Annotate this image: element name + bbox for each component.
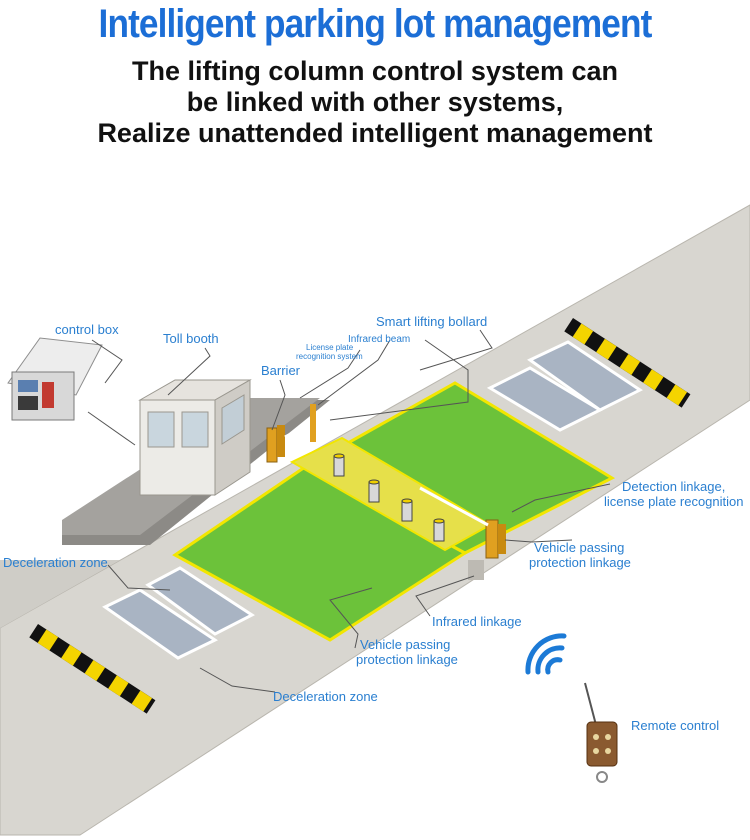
page-title: Intelligent parking lot management: [98, 2, 653, 46]
remote-control-device: [584, 682, 618, 783]
control-box-device: [7, 337, 103, 421]
label-detection-linkage-2: license plate recognition: [604, 494, 744, 509]
label-toll-booth: Toll booth: [163, 331, 219, 346]
label-plate-recognition-2: recognition system: [296, 352, 363, 361]
label-infrared-linkage: Infrared linkage: [432, 614, 522, 629]
label-control-box: control box: [55, 322, 119, 337]
label-remote-control: Remote control: [631, 718, 720, 733]
label-plate-recognition-1: License plate: [306, 343, 354, 352]
label-vehicle-passing-bottom-1: Vehicle passing: [360, 637, 451, 652]
left-road-edge: [0, 560, 120, 628]
label-deceleration-zone-left: Deceleration zone: [3, 555, 108, 570]
label-smart-lifting-bollard: Smart lifting bollard: [376, 314, 488, 329]
label-infrared-beam: Infrared beam: [348, 334, 411, 345]
label-vehicle-passing-bottom-2: protection linkage: [356, 652, 458, 667]
leader-lines: [87, 329, 611, 693]
bollard-2: [368, 479, 380, 503]
speed-bump-bottom: [29, 624, 156, 714]
toll-booth: [138, 379, 252, 496]
label-vehicle-passing-right-1: Vehicle passing: [534, 540, 625, 555]
bollard-1: [333, 453, 345, 477]
speed-bump-top: [564, 318, 691, 408]
detection-loop-4: [145, 566, 255, 636]
bollard-3: [401, 498, 413, 522]
subtitle-line-2: be linked with other systems,: [186, 87, 564, 117]
barrier-gate-top: [266, 404, 323, 463]
bollard-4: [433, 518, 445, 542]
detection-loop-3: [102, 588, 219, 660]
label-deceleration-zone-bottom: Deceleration zone: [273, 689, 378, 704]
label-vehicle-passing-right-2: protection linkage: [529, 555, 631, 570]
wireless-signal-icon: [525, 633, 567, 675]
subtitle-line-1: The lifting column control system can: [131, 56, 619, 86]
label-barrier: Barrier: [261, 363, 301, 378]
barrier-gate-bottom: [419, 486, 506, 580]
subtitle-line-3: Realize unattended intelligent managemen…: [97, 118, 653, 148]
label-detection-linkage-1: Detection linkage,: [622, 479, 726, 494]
detection-loop-2: [527, 340, 643, 412]
